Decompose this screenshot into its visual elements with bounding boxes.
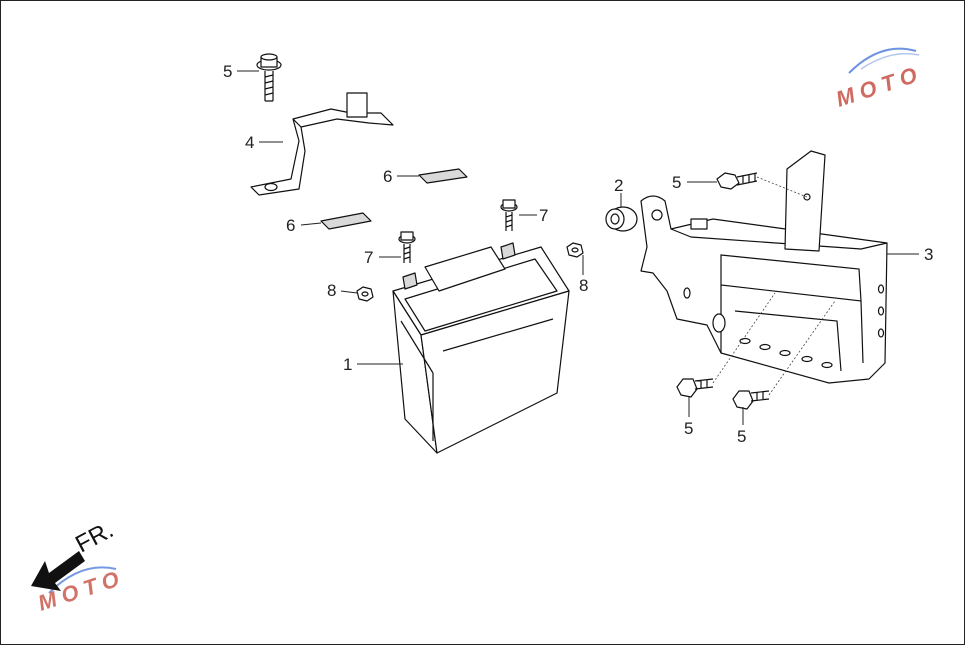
rubber-pad-upper (418, 168, 468, 184)
callout-4-bracket: 4 (245, 133, 254, 152)
callout-2-grommet: 2 (614, 176, 623, 195)
callout-1-battery: 1 (343, 355, 352, 374)
callout-6-lower-pad: 6 (286, 216, 295, 235)
terminal-nut-right (566, 242, 584, 258)
callout-8-left-nut: 8 (327, 281, 336, 300)
rubber-pad-lower (320, 212, 372, 230)
callout-6-upper-pad: 6 (383, 167, 392, 186)
leader-lines (237, 70, 919, 425)
bolt-5-carrier-lower-left (676, 378, 714, 398)
terminal-bolt-lower (398, 231, 416, 263)
callout-8-right-nut: 8 (579, 276, 588, 295)
battery-hold-bracket (250, 92, 394, 196)
terminal-bolt-upper (500, 199, 518, 231)
callout-7-lower-bolt: 7 (364, 248, 373, 267)
callout-5-top-bolt: 5 (223, 62, 232, 81)
terminal-nut-left (356, 286, 374, 302)
watermark-text: MOTO (833, 60, 926, 111)
battery-carrier (640, 150, 888, 384)
bolt-5-carrier-lower-right (732, 390, 770, 410)
callout-5-carrier-top-bolt: 5 (672, 173, 681, 192)
grommet (605, 206, 638, 232)
moto-watermark-logo-bottom: MOTO (35, 564, 128, 615)
callout-7-upper-bolt: 7 (539, 206, 548, 225)
moto-watermark-logo: MOTO (833, 47, 926, 112)
bolt-5-top-left (256, 53, 282, 102)
bolt-5-carrier-top (716, 172, 758, 190)
battery (392, 242, 570, 454)
callout-5-lower-left-bolt: 5 (684, 419, 693, 438)
callout-5-lower-right-bolt: 5 (737, 427, 746, 446)
callout-3-carrier: 3 (924, 245, 933, 264)
